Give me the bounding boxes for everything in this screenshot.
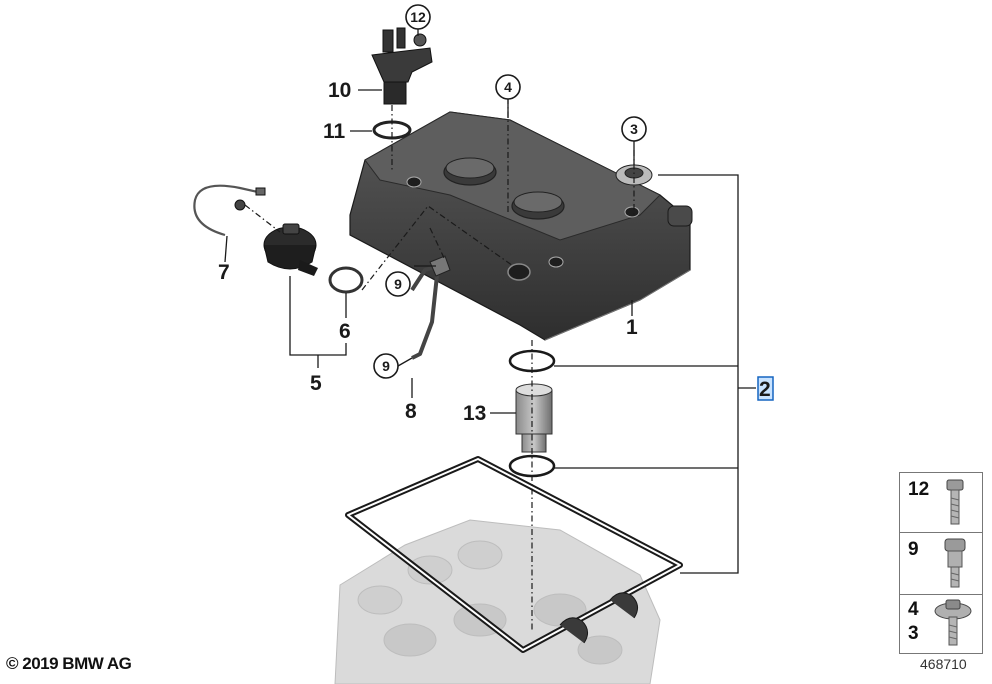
callout-4[interactable]: 4 xyxy=(495,74,521,100)
bolt-9-icon xyxy=(944,538,966,588)
diagram-number: 468710 xyxy=(920,656,967,672)
part-2-highlight xyxy=(757,376,774,401)
seal-washer xyxy=(615,164,653,186)
legend-bolt-9: 9 xyxy=(899,532,983,596)
callout-2[interactable]: 2 xyxy=(759,378,771,401)
filler-cap-seal xyxy=(328,266,364,294)
callout-13[interactable]: 13 xyxy=(463,402,486,425)
callout-6[interactable]: 6 xyxy=(339,320,351,343)
callout-3[interactable]: 3 xyxy=(621,116,647,142)
legend-label-3: 3 xyxy=(908,623,919,644)
callout-9-lower-text: 9 xyxy=(382,358,390,374)
spark-plug-sleeve xyxy=(515,383,553,453)
callout-3-text: 3 xyxy=(630,121,638,137)
callout-10[interactable]: 10 xyxy=(328,79,351,102)
legend-bolt-12: 12 xyxy=(899,472,983,534)
bracket xyxy=(410,255,451,360)
callout-12[interactable]: 12 xyxy=(405,4,431,30)
callout-5[interactable]: 5 xyxy=(310,372,322,395)
legend-label-12: 12 xyxy=(908,479,930,500)
bolt-12-icon xyxy=(946,479,964,525)
copyright-notice: © 2019 BMW AG xyxy=(6,654,132,673)
cover-gasket xyxy=(345,456,683,653)
callout-9-upper[interactable]: 9 xyxy=(385,271,411,297)
axis-lines xyxy=(244,98,635,630)
legend-label-4: 4 xyxy=(908,599,919,620)
callout-9-lower[interactable]: 9 xyxy=(373,353,399,379)
callout-11[interactable]: 11 xyxy=(323,120,346,143)
callout-8[interactable]: 8 xyxy=(405,400,417,423)
legend-label-9: 9 xyxy=(908,539,919,560)
oil-filler-cap xyxy=(263,223,318,276)
callout-12-text: 12 xyxy=(410,9,426,25)
legend-bolt-4-3: 4 3 xyxy=(899,594,983,654)
sensor-cable xyxy=(193,184,266,237)
callout-1[interactable]: 1 xyxy=(626,316,638,339)
engine-head-ghost xyxy=(334,519,661,684)
leader-lines xyxy=(224,28,756,574)
bolt-4-icon xyxy=(934,599,972,646)
callout-9-upper-text: 9 xyxy=(394,276,402,292)
callout-4-text: 4 xyxy=(504,79,512,95)
valve-cover xyxy=(349,111,693,341)
sensor-part xyxy=(371,27,433,105)
callout-7[interactable]: 7 xyxy=(218,261,230,284)
